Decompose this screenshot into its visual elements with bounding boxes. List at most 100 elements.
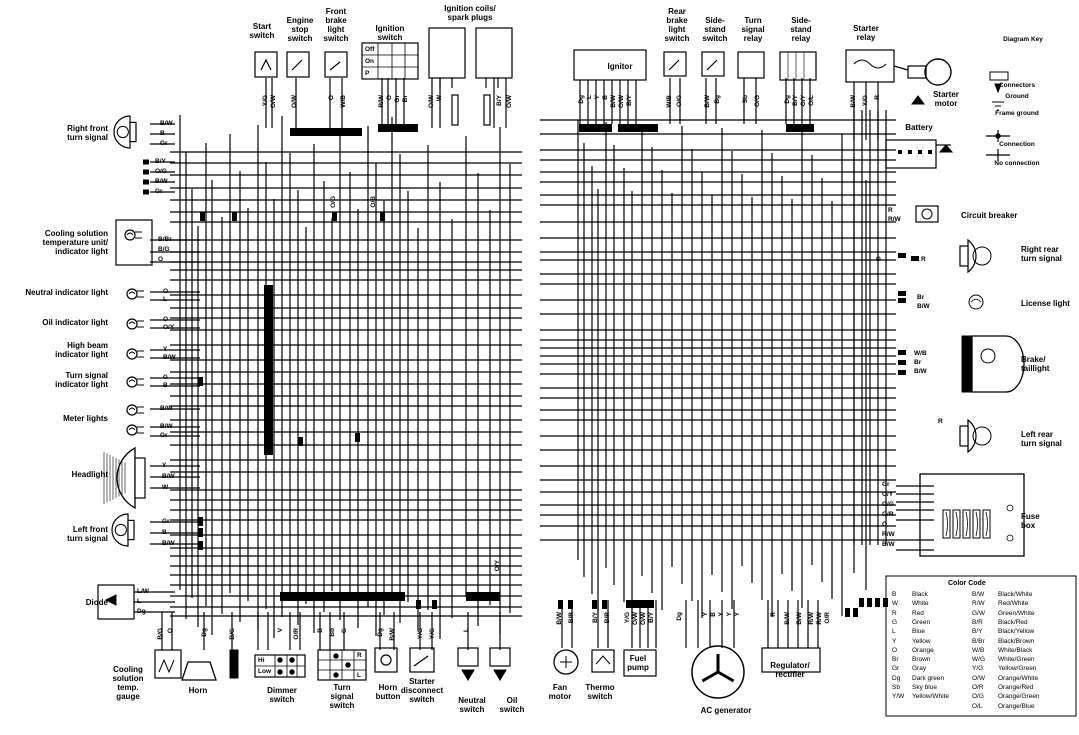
color-code-name: Orange (912, 646, 934, 654)
hibeam-wire-code: Y (163, 346, 168, 353)
front-brake-switch-box (324, 51, 348, 78)
indicator-bulb-1 (126, 318, 138, 330)
color-code-name: White (912, 600, 929, 608)
fuse-wire-code: O (882, 521, 888, 528)
bottom-wire-code: Y/G (624, 612, 631, 624)
bottom-wire-code: B/Y (592, 612, 599, 623)
start-switch-box (254, 51, 278, 78)
front-brake-lever (329, 61, 341, 71)
small-connector (332, 212, 337, 221)
fuse-box-outer (919, 473, 1025, 557)
ignition-wire-code: R/W (378, 95, 385, 108)
spark-plug-1 (451, 94, 459, 126)
rr-turn-socket (959, 245, 969, 267)
cooling-wire-code: O (158, 256, 164, 263)
dimmer-switch-label: Dimmer switch (267, 686, 297, 704)
rf-turn-signal-lamp-socket (129, 121, 137, 143)
horn-label: Horn (188, 686, 208, 695)
oil-wire-code: O (163, 316, 169, 323)
color-code-name: Yellow/Green (998, 665, 1037, 673)
thermo-contact (595, 655, 611, 665)
battery-cell (908, 150, 912, 154)
ignition-switch-label: Ignition switch (375, 24, 405, 42)
battery-ground (938, 144, 954, 153)
ac-generator-outer (691, 645, 745, 699)
left-front-turn-signal-label: Left front turn signal (67, 525, 108, 543)
starter-wire-code: B/W (850, 95, 857, 108)
diagram-key-title: Diagram Key (1003, 36, 1043, 43)
engine-stop-switch-label: Engine stop switch (286, 16, 314, 43)
bottom-wire-code: O/R (293, 628, 300, 640)
thermo-switch-box (591, 649, 615, 673)
fuse-wire (975, 511, 978, 537)
fuse-wire (955, 511, 958, 537)
indicator-bulb-1-filament (128, 321, 136, 325)
turn-dot (333, 653, 339, 659)
circuit-breaker-box (915, 205, 939, 223)
fuse-box-label: Fuse box (1021, 512, 1040, 530)
dimmer-table-cell: Hi (258, 657, 265, 664)
oil-switch-label: Oil switch (499, 696, 525, 714)
small-connector (198, 517, 203, 526)
dimmer-dot (277, 657, 283, 663)
side-connector (898, 350, 906, 355)
small-connector (198, 528, 203, 537)
cooling-wire-code: B/G (158, 246, 170, 253)
dimmer-dot (289, 669, 295, 675)
side-group-wire-code: O/G (155, 168, 167, 175)
fuse-wire-code: B/W (882, 541, 895, 548)
side-connector (898, 298, 906, 303)
color-code-abbr: Dg (892, 674, 901, 682)
small-connector (380, 212, 385, 221)
bottom-switch-box (489, 647, 511, 667)
small-connector (232, 212, 237, 221)
ignitor-wire-code: Y (594, 95, 601, 100)
rf-turn-signal-lamp (113, 115, 131, 149)
color-code-name: Red/White (998, 600, 1029, 608)
starter-relay-label: Starter relay (853, 24, 879, 42)
diode-symbol (104, 594, 117, 606)
lf-turn-wire-code: B (162, 529, 167, 536)
side-group-wire-code: B/W (155, 178, 168, 185)
bottom-wire-code: O/R (824, 612, 831, 624)
color-code-name: Yellow (912, 637, 931, 645)
color-code-abbr: Sb (892, 684, 900, 691)
start-wire-code: O/W (270, 95, 277, 108)
color-code-abbr: O/W (972, 674, 985, 682)
neutral-switch-label: Neutral switch (458, 696, 486, 714)
small-connector (200, 212, 205, 221)
tail-wire-code: W/B (914, 350, 927, 357)
bottom-wire-code: G (341, 628, 348, 634)
small-connector (198, 541, 203, 550)
ac-generator-coil (701, 670, 719, 683)
bottom-wire-code: B/W (556, 612, 563, 625)
bottom-wire-code: B/G (157, 628, 164, 640)
conn-block-top1 (290, 128, 362, 136)
horn-fuse (229, 649, 239, 679)
key-connector-symbol (989, 71, 1009, 81)
side-stand-relay-wire-code: O/L (808, 95, 815, 106)
ignitor-label: Ignitor (607, 62, 633, 71)
side-connector (898, 291, 906, 296)
brake-wire-code: O (328, 95, 335, 101)
side-stand-relay-wire-code: Dg (784, 95, 791, 104)
color-code-name: Orange/Blue (998, 702, 1035, 710)
starter-relay-box (845, 49, 895, 83)
small-connector (568, 600, 573, 609)
bottom-wire-code: Bb (329, 628, 336, 637)
neutral-wire-code: O (163, 288, 169, 295)
right-front-turn-signal-label: Right front turn signal (67, 124, 108, 142)
fuse-plus (1006, 504, 1014, 512)
bottom-wire-code: B/W (389, 628, 396, 641)
side-stand-wire-code: Bg (714, 95, 721, 104)
ignitor-wire-code: Dg (578, 95, 585, 104)
ignitor-wire-code: O/W (618, 95, 625, 108)
ignition-wire-code: Br (402, 95, 409, 103)
conn-block-vertical (264, 285, 273, 455)
key-ground-symbol (994, 83, 1002, 94)
fuse-element (962, 509, 971, 539)
lr-turn-lamp (967, 418, 977, 454)
side-stand-switch-box (701, 51, 725, 77)
turn-relay-wire-code: Sb (742, 95, 749, 104)
turnind-wire-code: B (163, 382, 168, 389)
